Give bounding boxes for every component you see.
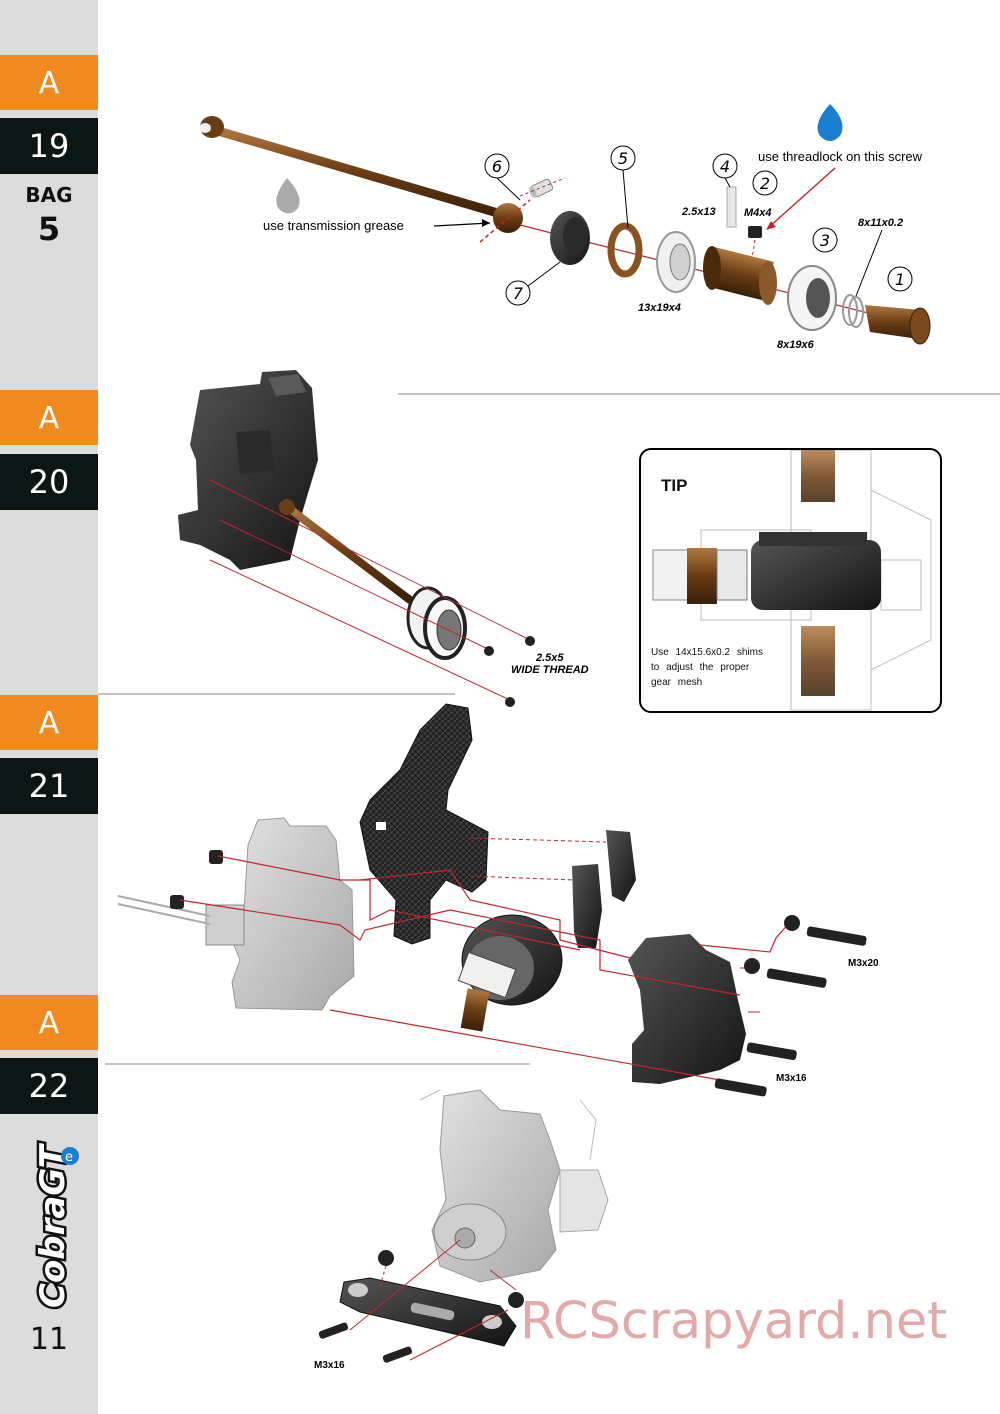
step21-diagram: M3x20 M3x16 bbox=[117, 703, 879, 1097]
differential bbox=[457, 914, 563, 1032]
label-bearing-large: 13x19x4 bbox=[638, 302, 681, 314]
pin-2.5x13 bbox=[726, 186, 737, 228]
grease-note: use transmission grease bbox=[263, 218, 404, 233]
step-number-22: 22 bbox=[0, 1058, 98, 1114]
step-letter-a: A bbox=[0, 390, 98, 445]
grease-drop-icon bbox=[276, 178, 300, 214]
step-letter-a: A bbox=[0, 55, 98, 110]
label-m3x16: M3x16 bbox=[314, 1360, 345, 1371]
step20-diagram: 2.5x5 WIDE THREAD bbox=[178, 370, 589, 707]
step-number-20: 20 bbox=[0, 454, 98, 510]
screw-m3x20 bbox=[784, 915, 867, 946]
tip-title: TIP bbox=[661, 476, 688, 495]
svg-text:4: 4 bbox=[720, 157, 730, 176]
label-bearing-small: 8x19x6 bbox=[777, 339, 815, 351]
tip-illustration bbox=[652, 450, 932, 711]
step22-diagram: M3x16 bbox=[314, 1089, 609, 1371]
tip-box: TIP Use 14x15.6x0.2 shims to adjust the … bbox=[639, 448, 942, 713]
callout-1 bbox=[887, 266, 913, 292]
bag-label: BAG bbox=[25, 183, 73, 207]
svg-text:6: 6 bbox=[492, 157, 502, 176]
callout-3 bbox=[812, 227, 838, 253]
installed-housing bbox=[231, 817, 355, 1011]
bag-number: 5 bbox=[37, 210, 61, 248]
step-letter-a: A bbox=[0, 695, 98, 750]
cobra-gte-logo: CobraGT e bbox=[31, 1140, 79, 1310]
label-m3x16: M3x16 bbox=[776, 1073, 807, 1084]
screw-2.5x5 bbox=[525, 636, 535, 646]
outdrive bbox=[703, 246, 777, 305]
mount-block bbox=[606, 830, 636, 902]
shim-8x11x0.2 bbox=[842, 294, 858, 326]
svg-text:e: e bbox=[65, 1150, 73, 1165]
svg-text:7: 7 bbox=[513, 284, 524, 303]
driveshaft bbox=[203, 123, 513, 221]
tip-text: Use 14x15.6x0.2 shims to adjust the prop… bbox=[651, 647, 763, 688]
label-shim: 8x11x0.2 bbox=[858, 217, 903, 229]
svg-text:5: 5 bbox=[618, 149, 628, 168]
label-pin: 2.5x13 bbox=[681, 206, 716, 218]
page-number: 11 bbox=[29, 1322, 69, 1357]
setscrew-m4x4 bbox=[748, 226, 762, 238]
screw-m3x16 bbox=[714, 1042, 797, 1097]
threadlock-drop-icon bbox=[817, 104, 843, 141]
watermark: RCScrapyard.net bbox=[520, 1292, 948, 1351]
svg-text:1: 1 bbox=[895, 270, 905, 289]
step-number-19: 19 bbox=[0, 118, 98, 174]
gearbox-housing-half bbox=[628, 934, 746, 1084]
label-m3x20: M3x20 bbox=[848, 958, 879, 969]
svg-text:3: 3 bbox=[820, 231, 830, 250]
callout-7 bbox=[505, 280, 531, 306]
label-screw-size: 2.5x5 bbox=[535, 652, 564, 664]
drive-pin bbox=[529, 178, 554, 198]
sidebar: A 19 BAG 5 A 20 A 21 A 22 CobraGT e 11 bbox=[0, 0, 98, 1414]
label-screw: M4x4 bbox=[744, 207, 772, 219]
svg-text:2: 2 bbox=[760, 174, 770, 193]
pinion-gear bbox=[865, 305, 931, 345]
label-wide-thread: WIDE THREAD bbox=[511, 664, 589, 676]
step-letter-a: A bbox=[0, 995, 98, 1050]
step-number-21: 21 bbox=[0, 758, 98, 814]
callout-2 bbox=[752, 170, 778, 196]
screw-m3x16 bbox=[318, 1322, 349, 1339]
bronze-ring bbox=[607, 222, 643, 278]
svg-text:CobraGT: CobraGT bbox=[33, 1142, 73, 1308]
threadlock-note: use threadlock on this screw bbox=[758, 149, 923, 164]
step19-diagram: 6 5 4 2 3 1 7 use transmission grease us… bbox=[199, 104, 931, 351]
